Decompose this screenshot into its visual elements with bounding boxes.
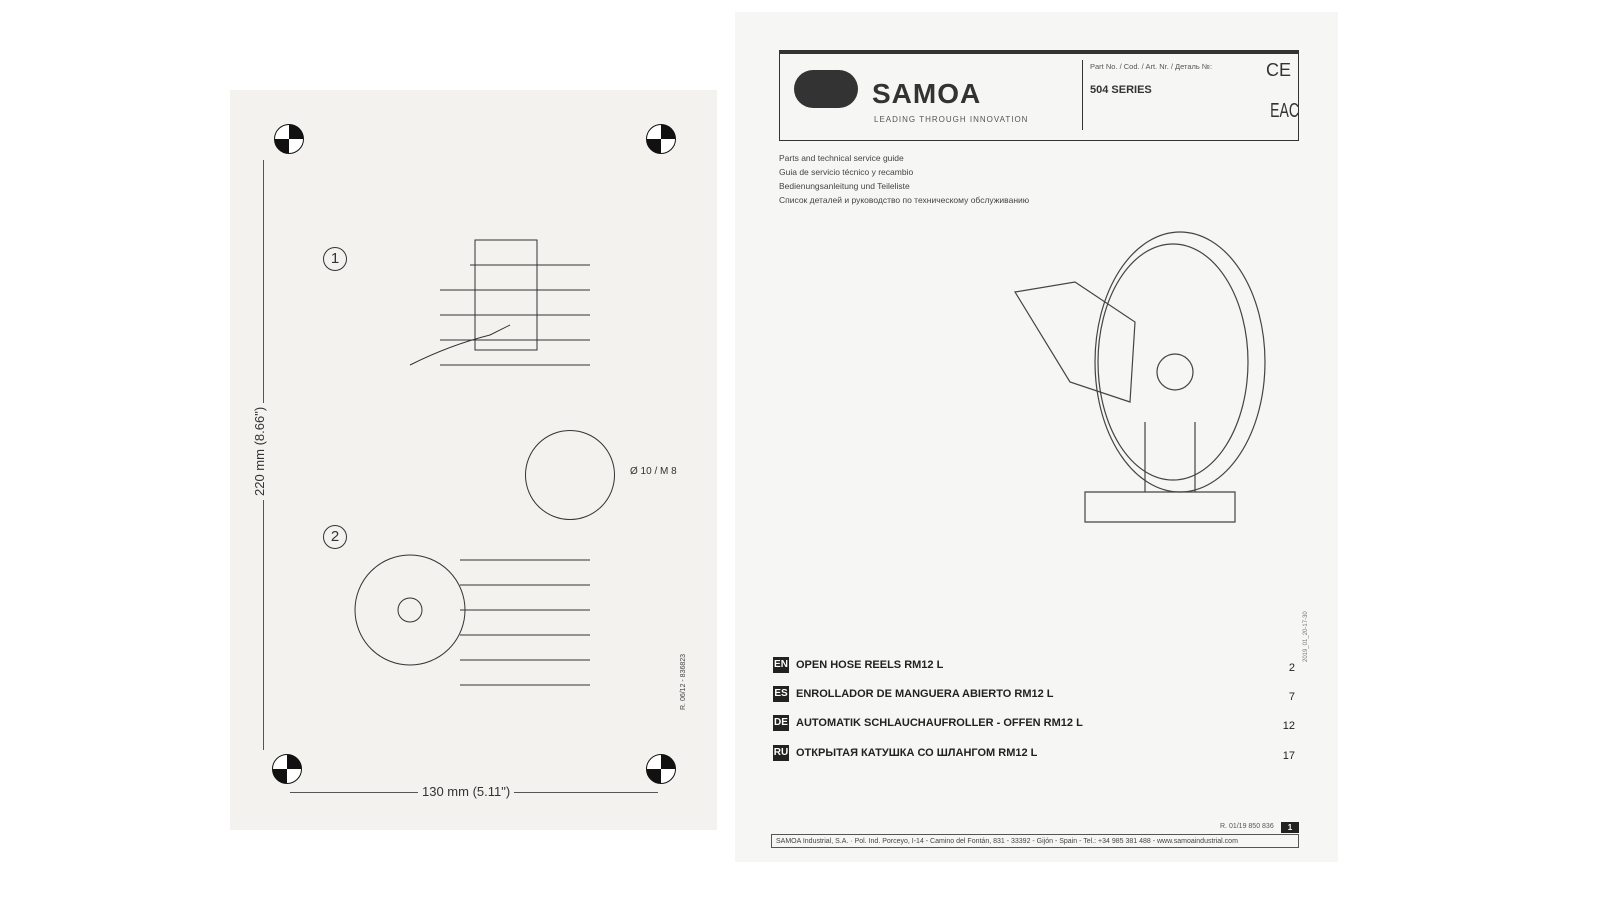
- eac-mark: EAC: [1270, 100, 1299, 122]
- registration-mark-icon: [646, 754, 676, 784]
- tagline: LEADING THROUGH INNOVATION: [874, 115, 1029, 124]
- subtitle: Guia de servicio técnico y recambio: [779, 167, 914, 177]
- divider: [1082, 60, 1083, 130]
- step-number: 2: [323, 525, 347, 549]
- toc-page: 2: [1288, 662, 1295, 674]
- detail-circle: [525, 430, 615, 520]
- lang-badge: DE: [773, 715, 789, 731]
- subtitle: Bedienungsanleitung und Teileliste: [779, 181, 910, 191]
- lang-badge: EN: [773, 657, 789, 673]
- print-code: 2019_01_20-17-30: [1303, 611, 1309, 662]
- toc-title: OPEN HOSE REELS RM12 L: [796, 659, 944, 671]
- toc-page: 12: [1282, 720, 1295, 732]
- manual-cover-page: SAMOA LEADING THROUGH INNOVATION Part No…: [735, 12, 1338, 862]
- reel-mounting-illustration: [354, 554, 590, 686]
- toc-item[interactable]: RU ОТКРЫТАЯ КАТУШКА СО ШЛАНГОМ RM12 L 17: [773, 745, 1295, 763]
- step-number: 1: [323, 247, 347, 271]
- hose-reel-illustration: [1014, 231, 1266, 523]
- subtitle: Parts and technical service guide: [779, 153, 904, 163]
- drilling-illustration: [409, 239, 590, 366]
- lang-badge: RU: [773, 745, 789, 761]
- dimension-horizontal: 130 mm (5.11"): [418, 784, 515, 799]
- mounting-template-page: 220 mm (8.66") 130 mm (5.11") 1 2 Ø 10 /…: [230, 90, 717, 830]
- page-number: 1: [1281, 822, 1299, 833]
- revision-code: R. 06/12 - 836823: [680, 653, 687, 710]
- toc-item[interactable]: ES ENROLLADOR DE MANGUERA ABIERTO RM12 L 7: [773, 686, 1295, 704]
- toc-page: 7: [1288, 691, 1295, 703]
- toc-title: ОТКРЫТАЯ КАТУШКА СО ШЛАНГОМ RM12 L: [796, 747, 1038, 759]
- subtitle: Список деталей и руководство по техничес…: [779, 195, 1030, 205]
- toc-page: 17: [1282, 750, 1295, 762]
- series: 504 SERIES: [1090, 84, 1152, 96]
- hole-spec: Ø 10 / M 8: [630, 466, 677, 477]
- header-box: SAMOA LEADING THROUGH INNOVATION Part No…: [779, 50, 1299, 141]
- lang-badge: ES: [773, 686, 789, 702]
- toc-title: ENROLLADOR DE MANGUERA ABIERTO RM12 L: [796, 688, 1054, 700]
- registration-mark-icon: [272, 754, 302, 784]
- samoa-logo-icon: [794, 70, 858, 108]
- part-label: Part No. / Cod. / Art. Nr. / Деталь №:: [1090, 62, 1213, 71]
- toc-title: AUTOMATIK SCHLAUCHAUFROLLER - OFFEN RM12…: [796, 717, 1083, 729]
- footer-address: SAMOA Industrial, S.A. · Pol. Ind. Porce…: [771, 834, 1299, 848]
- doc-ref: R. 01/19 850 836: [1220, 823, 1274, 830]
- registration-mark-icon: [274, 124, 304, 154]
- brand-name: SAMOA: [872, 78, 982, 109]
- ce-mark: CE: [1266, 60, 1292, 80]
- toc-item[interactable]: EN OPEN HOSE REELS RM12 L 2: [773, 657, 1295, 675]
- toc-item[interactable]: DE AUTOMATIK SCHLAUCHAUFROLLER - OFFEN RM…: [773, 715, 1295, 733]
- dimension-vertical: 220 mm (8.66"): [252, 402, 267, 500]
- registration-mark-icon: [646, 124, 676, 154]
